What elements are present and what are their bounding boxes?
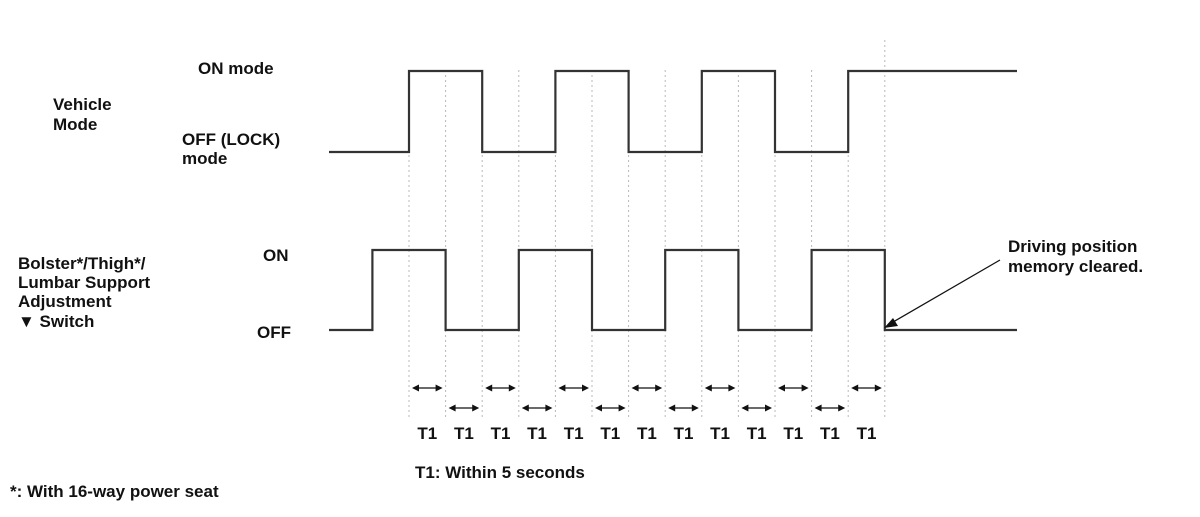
interval-arrowhead (814, 404, 822, 412)
interval-arrowhead (508, 384, 516, 392)
switch-on-label: ON (263, 246, 289, 265)
vehicle-mode-waveform (329, 69, 1017, 154)
callout-arrowhead (884, 318, 898, 328)
interval-label: T1 (674, 424, 694, 443)
interval-arrowhead (778, 384, 785, 392)
interval-label: T1 (783, 424, 803, 443)
vehicle-on-mode-label: ON mode (198, 59, 274, 78)
interval-arrowhead (595, 404, 602, 412)
interval-arrowhead (668, 404, 676, 412)
vehicle-mode-title-line-1: Vehicle (53, 95, 112, 114)
interval-arrowhead (521, 404, 529, 412)
interval-arrowhead (558, 384, 566, 392)
interval-arrowhead (728, 384, 736, 392)
interval-arrowhead (582, 384, 589, 392)
interval-arrowhead (655, 384, 663, 392)
callout-line-2: memory cleared. (1008, 257, 1143, 276)
interval-arrowhead (704, 384, 712, 392)
interval-arrowhead (874, 384, 882, 392)
interval-arrowhead (618, 404, 626, 412)
interval-arrowhead (741, 404, 749, 412)
switch-waveform (329, 248, 1017, 332)
vehicle-mode-title-line-2: Mode (53, 115, 97, 134)
footnote: *: With 16-way power seat (10, 482, 219, 501)
interval-arrowhead (448, 404, 456, 412)
interval-arrowhead (472, 404, 480, 412)
interval-arrowhead (691, 404, 699, 412)
interval-label: T1 (747, 424, 767, 443)
timing-guide-lines (408, 40, 886, 418)
interval-legend: T1: Within 5 seconds (415, 463, 585, 482)
interval-label: T1 (454, 424, 474, 443)
interval-label: T1 (491, 424, 511, 443)
interval-label: T1 (417, 424, 437, 443)
interval-label: T1 (710, 424, 730, 443)
vehicle-off-mode-label-line-2: mode (182, 149, 227, 168)
switch-off-label: OFF (257, 323, 291, 342)
interval-label: T1 (600, 424, 620, 443)
interval-label: T1 (527, 424, 547, 443)
interval-label: T1 (637, 424, 657, 443)
interval-arrowhead (765, 404, 772, 412)
interval-arrowhead (851, 384, 859, 392)
interval-label: T1 (564, 424, 584, 443)
vehicle-off-mode-label-line-1: OFF (LOCK) (182, 130, 280, 149)
callout-arrow-line (887, 259, 1001, 326)
switch-title-line-2: Lumbar Support (18, 273, 151, 292)
switch-title-line-4: ▼ Switch (18, 312, 94, 331)
interval-arrowhead (801, 384, 809, 392)
interval-arrowhead (485, 384, 493, 392)
interval-arrowhead (435, 384, 443, 392)
interval-label: T1 (857, 424, 877, 443)
interval-markers: T1 T1 T1 T1 T1 T1 T1 T1 T1 T1 T1 T1 T1 (412, 384, 882, 443)
switch-title-line-1: Bolster*/Thigh*/ (18, 254, 146, 273)
interval-arrowhead (631, 384, 639, 392)
switch-title-line-3: Adjustment (18, 292, 112, 311)
interval-arrowhead (838, 404, 846, 412)
interval-arrowhead (412, 384, 419, 392)
interval-label: T1 (820, 424, 840, 443)
callout-line-1: Driving position (1008, 237, 1137, 256)
interval-arrowhead (545, 404, 553, 412)
